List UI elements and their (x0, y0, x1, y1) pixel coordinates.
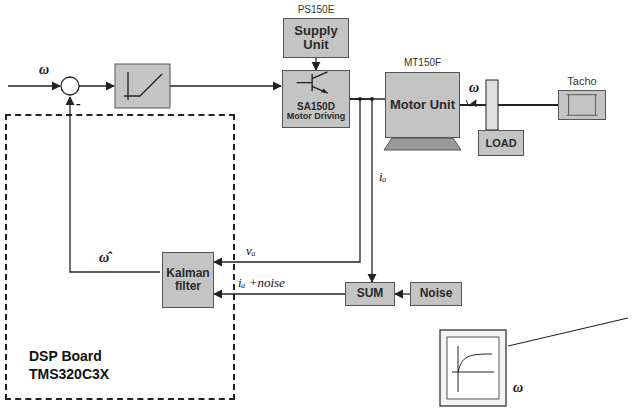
reference-speed: ω (38, 62, 50, 77)
signal-name: vₐ (244, 244, 258, 258)
shaft (460, 104, 558, 106)
minus-sign: - (75, 96, 82, 111)
signal-wire (395, 293, 410, 294)
noise-box: Noise (410, 282, 462, 306)
input-line (8, 85, 60, 86)
signal-wire (315, 58, 316, 70)
node-label: SA150D (297, 101, 335, 112)
node-label: Motor Driving (287, 112, 346, 122)
scope (440, 330, 506, 406)
node-label: Kalman filter (166, 267, 210, 293)
tachometer: Tacho (558, 90, 606, 120)
node-label: Supply Unit (287, 24, 345, 53)
scope-screen (447, 337, 499, 399)
supply-unit: PS150ESupply Unit (283, 18, 349, 58)
node-label: LOAD (485, 137, 516, 149)
junction-dot (358, 97, 362, 101)
error-line (79, 85, 114, 86)
brake-disc (486, 80, 498, 130)
shaft-speed: ω (468, 80, 480, 95)
measured-speed: ω (512, 380, 524, 395)
rotation-arrow (466, 100, 476, 106)
signal-name: iₐ +noise (236, 276, 287, 290)
junction-dot (370, 97, 374, 101)
sum-junction (61, 77, 79, 95)
tacho-body (559, 91, 605, 119)
estimated-speed: ω̂ (98, 250, 110, 265)
node-label: SUM (357, 287, 384, 300)
scope-trace (452, 346, 494, 392)
dsp-board: DSP Board TMS320C3X Kalman filter (5, 114, 235, 400)
node-label: Motor Unit (390, 98, 455, 112)
motor-driver: SA150DMotor Driving (282, 70, 350, 128)
feedback-line (70, 97, 160, 272)
part-number: Tacho (539, 75, 625, 87)
speed-line (508, 318, 628, 346)
controller-block (115, 64, 170, 108)
part-number: DSP Board TMS320C3X (29, 348, 121, 383)
ramp-symbol (124, 72, 162, 100)
kalman-filter: Kalman filter (162, 252, 214, 308)
sum-box: SUM (345, 282, 395, 306)
part-number: MT150F (366, 57, 479, 68)
part-number: PS150E (264, 4, 368, 15)
control-line (170, 85, 281, 86)
signal-name: iₐ (377, 170, 388, 184)
load-box: LOAD (478, 130, 524, 156)
motor-unit: MT150FMotor Unit (385, 72, 460, 138)
node-label: Noise (420, 287, 453, 300)
signal-wire (350, 99, 372, 282)
motor-base (384, 138, 461, 150)
